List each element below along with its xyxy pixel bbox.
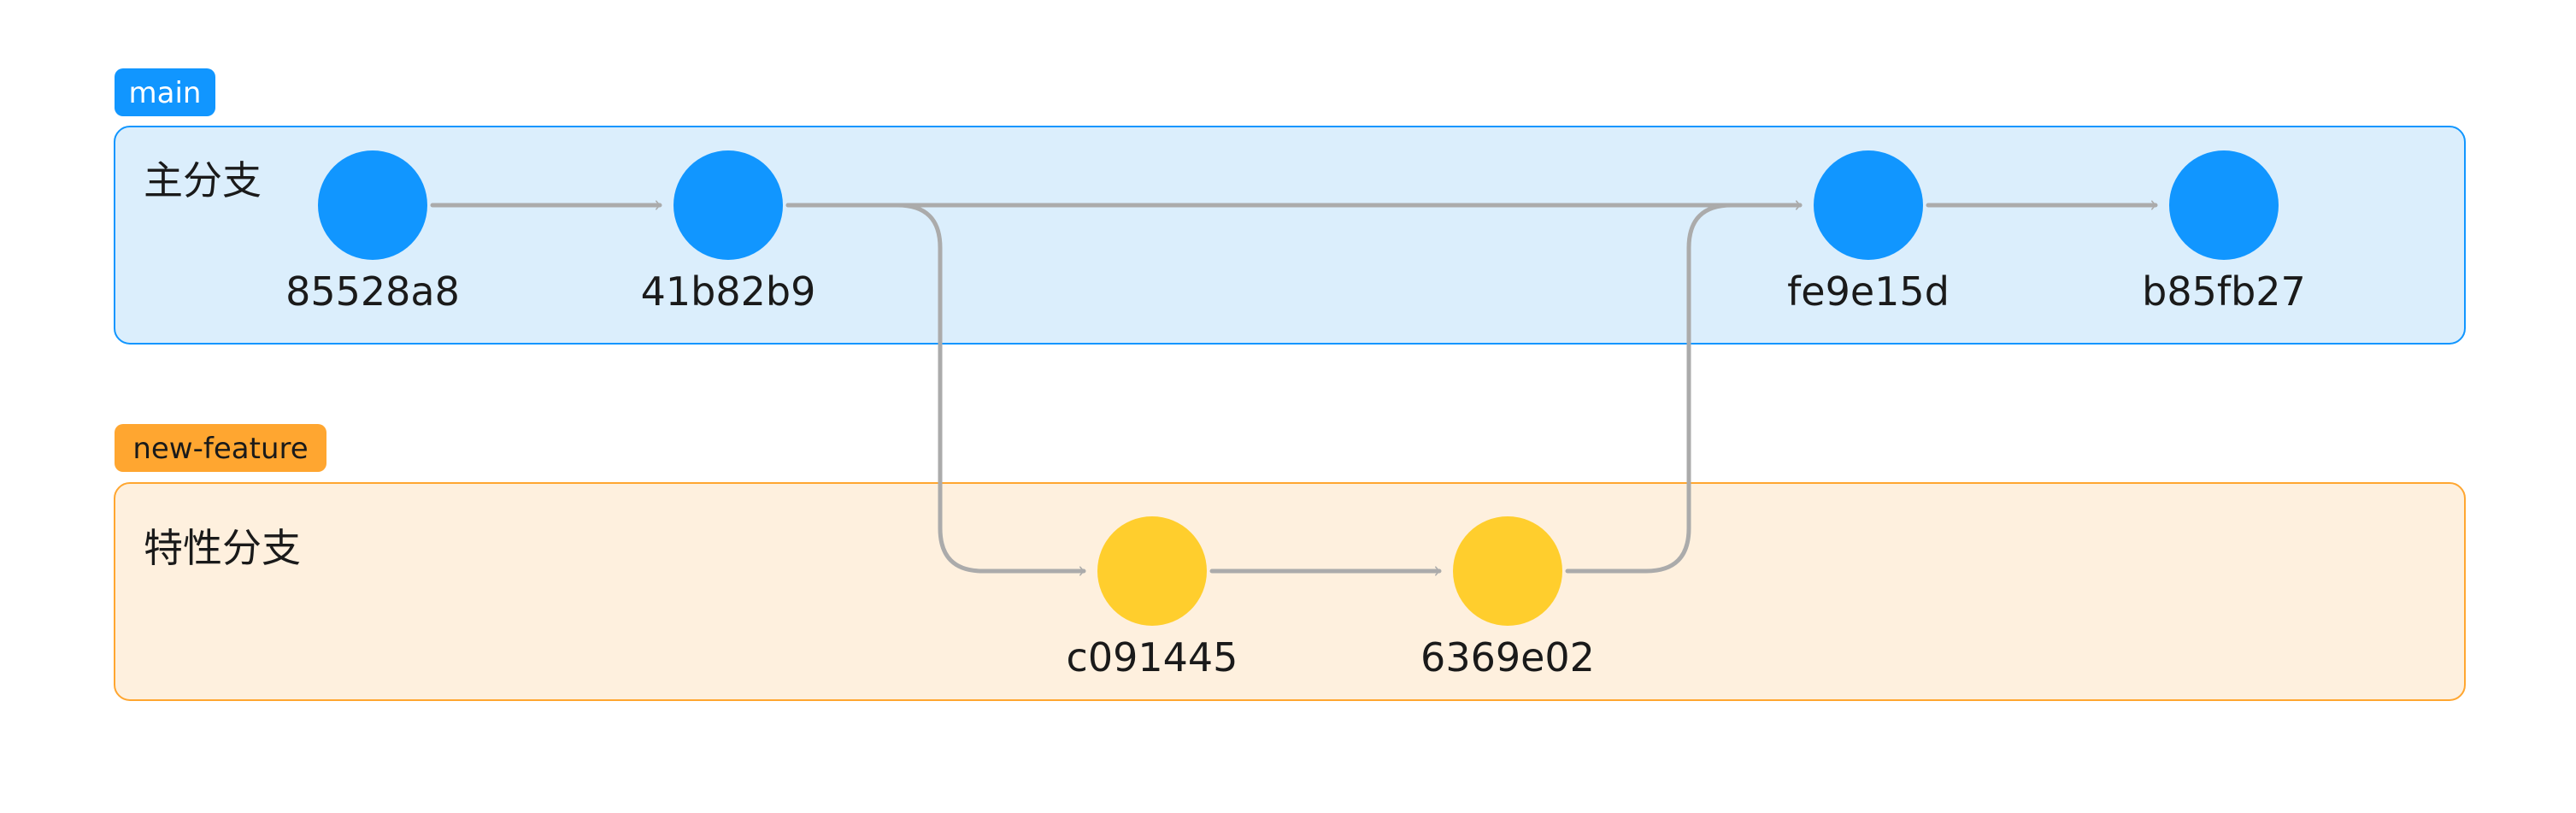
commit-label-fe9e15d: fe9e15d xyxy=(1787,268,1950,315)
edge-41b82b9-to-c091445 xyxy=(785,203,1086,576)
edge-6369e02-to-fe9e15d xyxy=(1565,200,1803,574)
commit-label-c091445: c091445 xyxy=(1067,634,1238,680)
main-branch-tag-label: main xyxy=(129,76,202,110)
commit-label-6369e02: 6369e02 xyxy=(1420,634,1595,680)
commit-node-b85fb27[interactable] xyxy=(2169,150,2279,260)
commit-node-6369e02[interactable] xyxy=(1453,516,1562,626)
commit-node-41b82b9[interactable] xyxy=(673,150,783,260)
feature-branch-tag xyxy=(115,424,326,472)
commit-label-41b82b9: 41b82b9 xyxy=(641,268,816,315)
commit-label-85528a8: 85528a8 xyxy=(285,268,460,315)
main-branch-lane xyxy=(114,126,2466,345)
commit-edges xyxy=(430,200,2158,576)
commit-nodes: 85528a8 41b82b9 c091445 6369e02 fe9e15d b85fb… xyxy=(285,150,2306,680)
commit-label-b85fb27: b85fb27 xyxy=(2142,268,2306,315)
feature-branch-lane xyxy=(114,482,2466,701)
main-branch-title: 主分支 xyxy=(144,157,262,203)
commit-node-fe9e15d[interactable] xyxy=(1814,150,1923,260)
feature-branch-group: new-feature 特性分支 xyxy=(114,424,2466,701)
commit-node-c091445[interactable] xyxy=(1097,516,1207,626)
main-branch-tag xyxy=(115,68,215,116)
feature-branch-tag-label: new-feature xyxy=(132,432,308,466)
feature-branch-title: 特性分支 xyxy=(144,525,301,571)
commit-node-85528a8[interactable] xyxy=(318,150,427,260)
